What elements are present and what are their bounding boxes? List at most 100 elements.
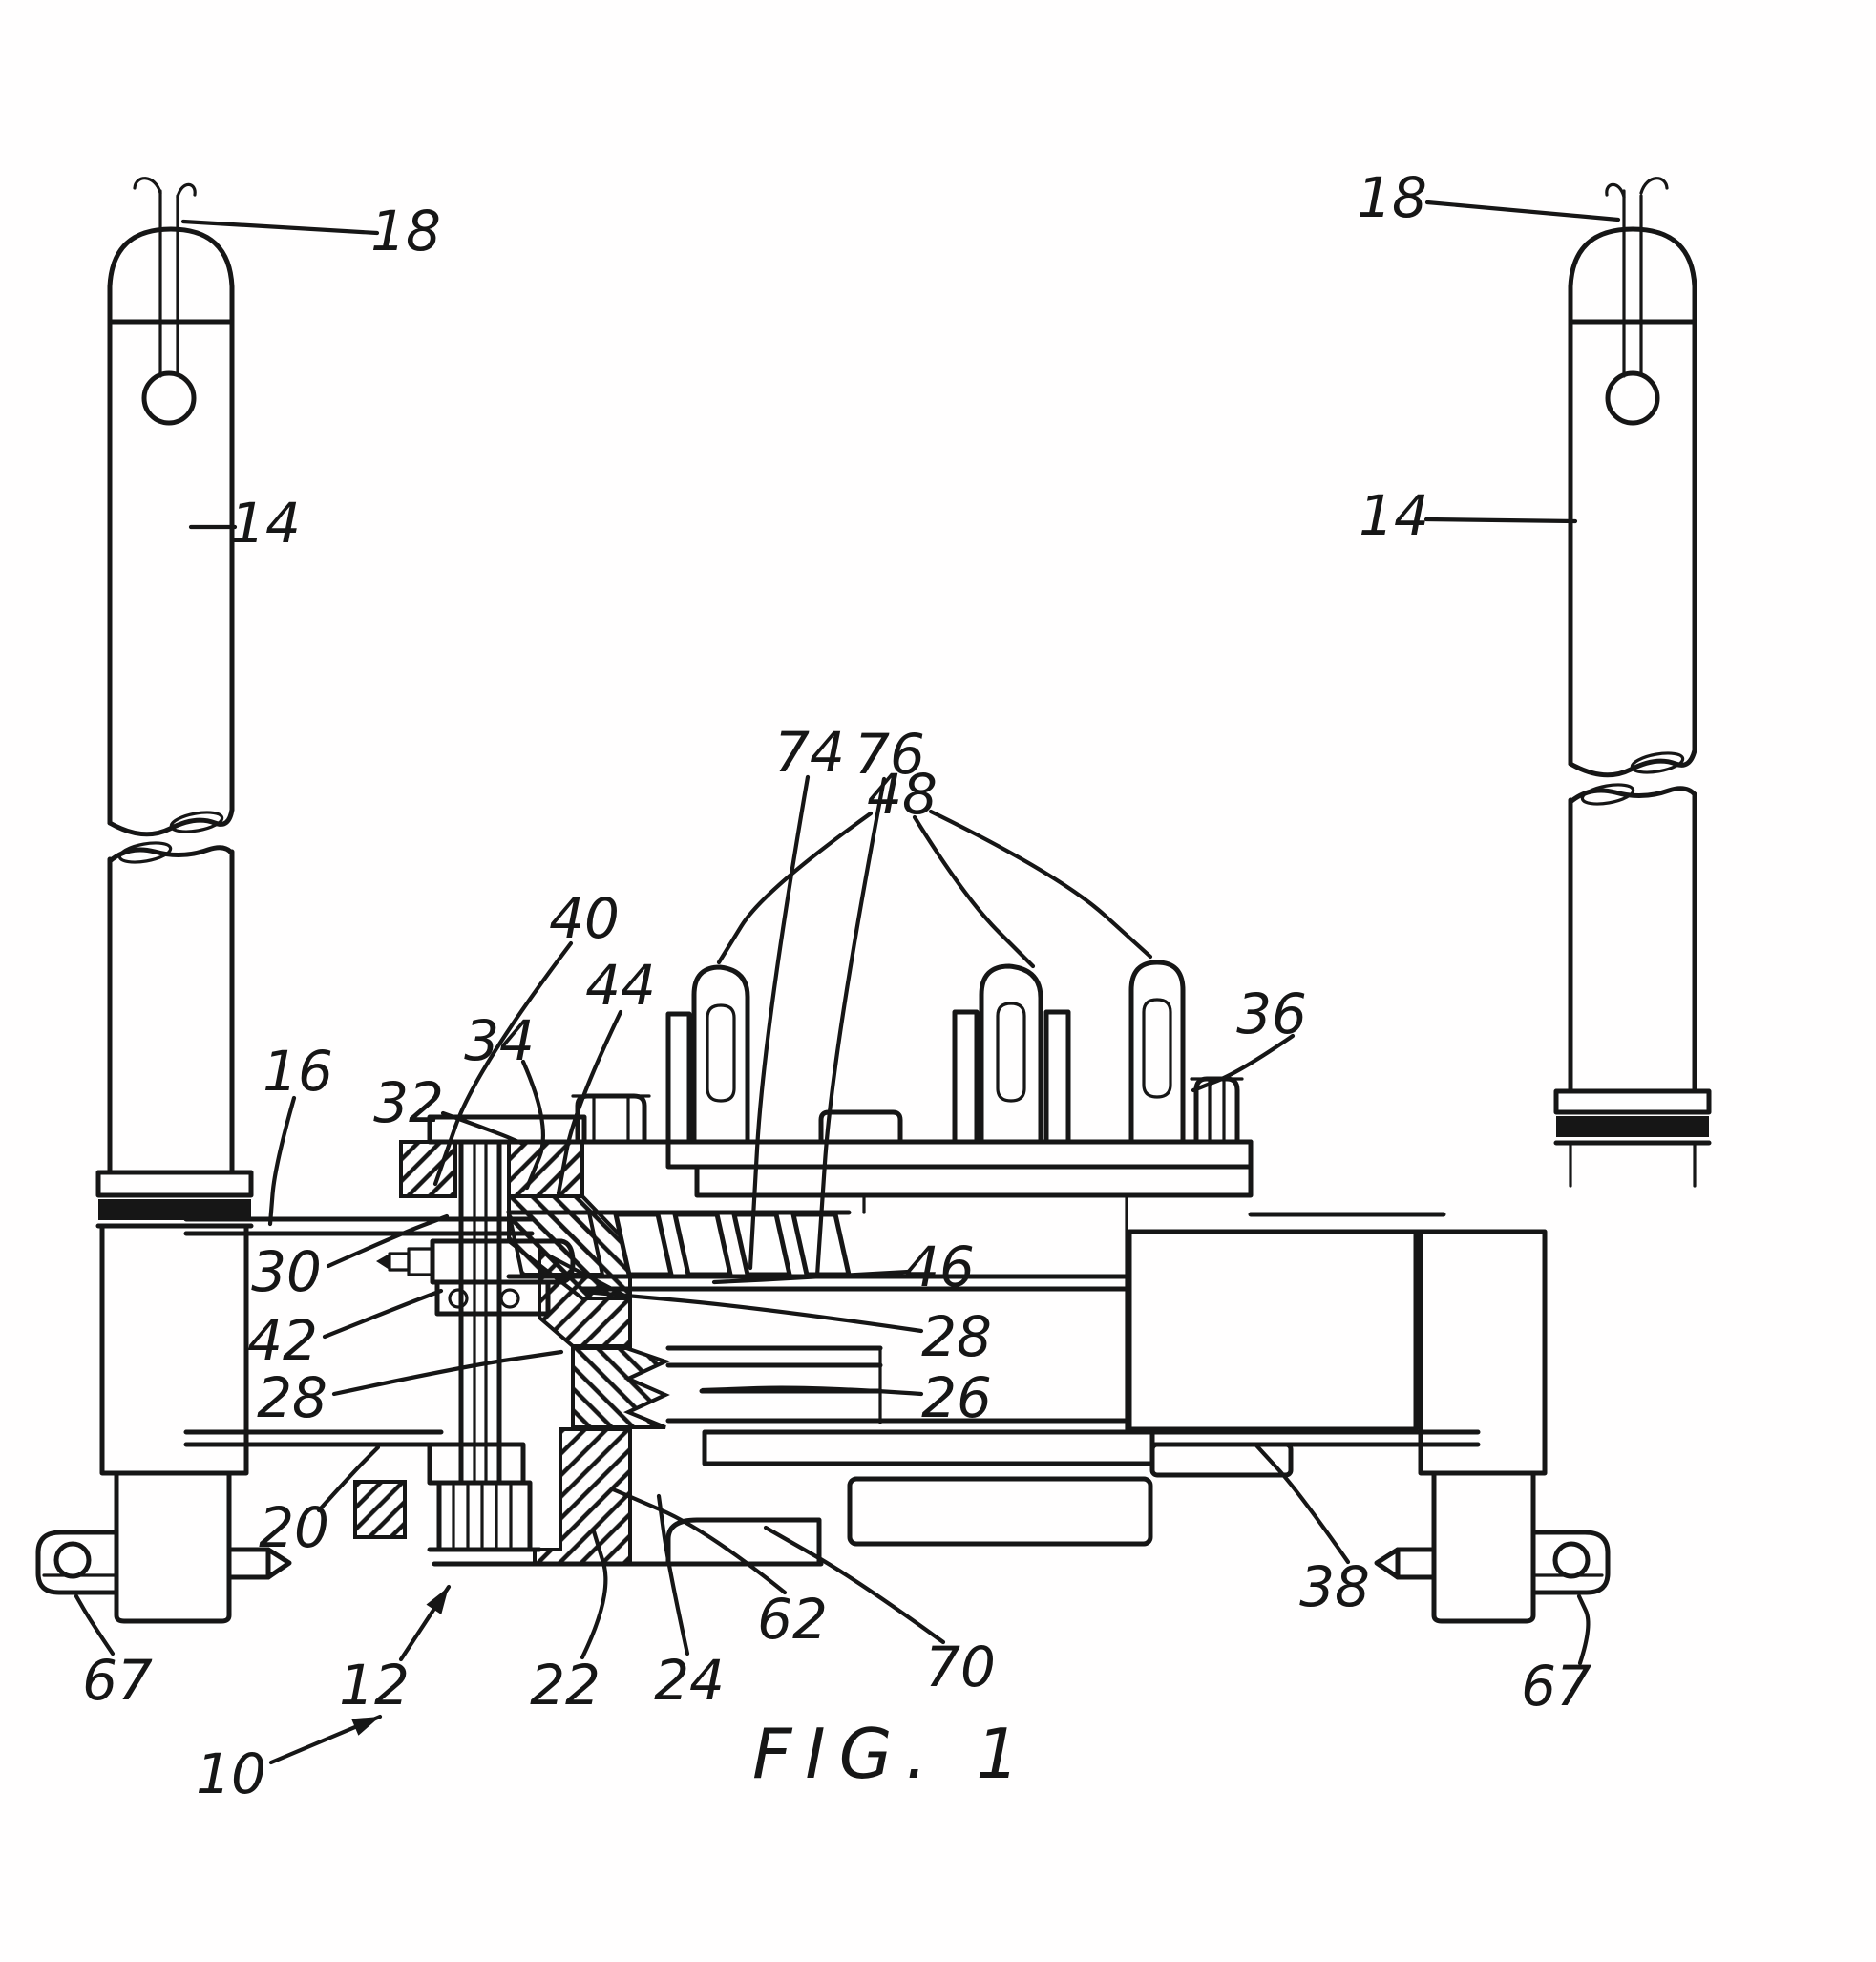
leader-line — [74, 1593, 116, 1656]
leader-line — [520, 1059, 545, 1191]
clamp-hole — [1552, 1541, 1591, 1579]
right-retaining-pin — [1605, 177, 1669, 426]
leader-line — [580, 1529, 608, 1660]
leader-line — [581, 1289, 924, 1334]
ref-label-38: 38 — [1254, 1443, 1370, 1619]
ref-label-22: 22 — [530, 1529, 608, 1718]
leader-line — [432, 940, 574, 1187]
left-foot-clamp — [35, 1530, 119, 1595]
ref-label-70: 70 — [763, 1525, 996, 1699]
right-post — [1374, 177, 1712, 1624]
ref-label-48: 48 — [716, 762, 938, 965]
ref-number-text: 62 — [757, 1587, 828, 1652]
ref-label-16: 16 — [263, 1039, 333, 1227]
ref-number-text: 24 — [654, 1648, 725, 1713]
ref-label-26: 26 — [700, 1365, 992, 1430]
lug-slot — [706, 1003, 736, 1103]
ref-label-18-right: 18 — [1357, 165, 1621, 230]
ref-number-text: 42 — [247, 1308, 318, 1373]
top-plate — [529, 1139, 1254, 1198]
ref-number-text: 16 — [263, 1039, 333, 1104]
leader-line — [1191, 1033, 1296, 1093]
right-foot — [1431, 1470, 1536, 1624]
clamp-lug-b — [952, 963, 1071, 1145]
pivot-plate — [434, 1279, 551, 1317]
ref-label-46: 46 — [711, 1234, 975, 1299]
ref-number-text: 44 — [585, 953, 656, 1018]
ref-label-20: 20 — [259, 1445, 381, 1560]
ref-label-14-left: 14 — [188, 491, 301, 556]
left-foot-pin — [226, 1547, 292, 1580]
tube-break — [107, 807, 235, 837]
ref-number-text: 18 — [370, 199, 441, 264]
leader-arrowhead — [426, 1587, 449, 1614]
ref-label-48-leader-c — [928, 809, 1153, 960]
leader-arrowhead — [351, 1717, 380, 1736]
tooth — [731, 1212, 792, 1277]
leader-line — [656, 1493, 690, 1656]
l-bracket — [533, 1427, 632, 1566]
leader-line — [700, 1385, 924, 1397]
ref-label-28-left: 28 — [257, 1349, 564, 1430]
leader-line — [1424, 200, 1621, 222]
leader-line — [763, 1525, 946, 1645]
pin-hole — [1605, 370, 1660, 426]
ref-number-text: 14 — [1359, 483, 1429, 548]
leader-line — [331, 1349, 564, 1397]
pivot-hook — [665, 1517, 822, 1567]
ref-label-40: 40 — [432, 886, 620, 1187]
ref-label-36: 36 — [1191, 981, 1307, 1093]
leader-line — [711, 1269, 912, 1285]
ref-label-32: 32 — [373, 1070, 526, 1147]
ref-number-text: 40 — [549, 886, 620, 951]
leader-line — [556, 1009, 623, 1196]
ref-number-text: 14 — [230, 491, 301, 556]
ref-number-text: 46 — [904, 1234, 975, 1299]
ref-label-48-leader-b — [912, 814, 1036, 969]
tube-break — [1568, 748, 1697, 778]
inner-body — [665, 1193, 1129, 1431]
leader-line — [322, 1288, 444, 1340]
ref-number-text: 10 — [196, 1741, 266, 1806]
ref-label-74: 74 — [748, 720, 845, 1271]
upper-right-arm — [1248, 1212, 1446, 1234]
ref-number-text: 36 — [1236, 981, 1307, 1046]
ref-number-text: 67 — [82, 1648, 153, 1713]
ref-number-text: 26 — [921, 1365, 992, 1430]
leader-line — [928, 809, 1153, 960]
leader-line — [1254, 1443, 1351, 1565]
ref-label-12: 12 — [339, 1584, 452, 1718]
ref-number-text: 22 — [530, 1653, 601, 1718]
tooth — [672, 1212, 733, 1277]
ref-number-text: 38 — [1299, 1554, 1370, 1619]
ref-number-text: 18 — [1357, 165, 1427, 230]
clamp-hole — [53, 1541, 92, 1579]
ref-number-text: 32 — [373, 1070, 444, 1135]
ref-number-text: 28 — [921, 1304, 992, 1369]
right-body — [1127, 1229, 1419, 1432]
leader-line — [912, 814, 1036, 969]
left-post — [35, 177, 292, 1624]
lug-slot — [996, 1002, 1026, 1103]
ref-number-text: 70 — [925, 1635, 996, 1699]
ref-number-text: 28 — [257, 1365, 327, 1430]
ref-label-42: 42 — [247, 1288, 444, 1373]
left-post-collar — [95, 1170, 254, 1229]
leader-line — [440, 1110, 526, 1147]
bottom-bolt — [353, 1427, 632, 1566]
right-post-dome — [1568, 226, 1697, 325]
clamp-lug-a — [665, 964, 750, 1145]
ref-label-67-left: 67 — [74, 1593, 153, 1713]
ref-number-text: 67 — [1521, 1654, 1591, 1719]
ref-label-28-right: 28 — [581, 1289, 992, 1369]
leader-line — [180, 219, 380, 236]
ref-number-text: 74 — [774, 720, 845, 785]
ref-label-24: 24 — [654, 1493, 725, 1713]
right-post-sleeve — [1418, 1229, 1548, 1476]
bottom-bar — [847, 1476, 1153, 1547]
left-foot — [114, 1470, 232, 1624]
leader-line — [267, 1095, 297, 1227]
